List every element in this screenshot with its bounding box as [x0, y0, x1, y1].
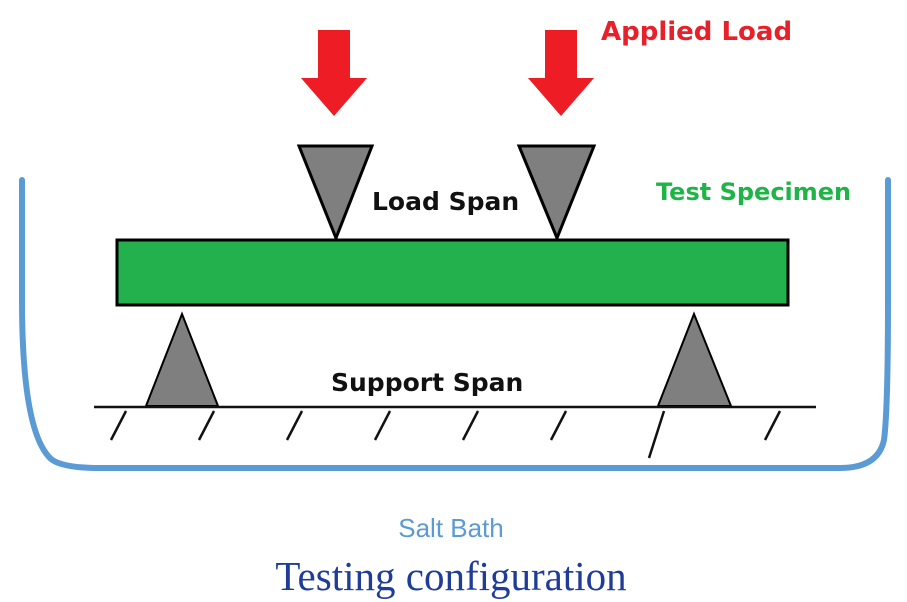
support-right	[656, 311, 733, 407]
load-span-label: Load Span	[372, 187, 519, 216]
test-specimen-bar	[115, 238, 790, 307]
salt-bath-outline	[19, 177, 891, 471]
support-span-label: Support Span	[331, 368, 523, 397]
support-left	[144, 311, 220, 407]
diagram-caption: Testing configuration	[275, 553, 626, 599]
ground-hatch	[94, 405, 816, 459]
test-specimen-label: Test Specimen	[656, 178, 851, 206]
load-nose-right	[516, 144, 597, 242]
salt-bath-label: Salt Bath	[398, 513, 504, 543]
applied-load-label: Applied Load	[601, 17, 792, 47]
load-nose-left	[296, 144, 375, 243]
applied-load-arrow-left	[301, 30, 367, 116]
applied-load-arrow-right	[528, 30, 594, 116]
